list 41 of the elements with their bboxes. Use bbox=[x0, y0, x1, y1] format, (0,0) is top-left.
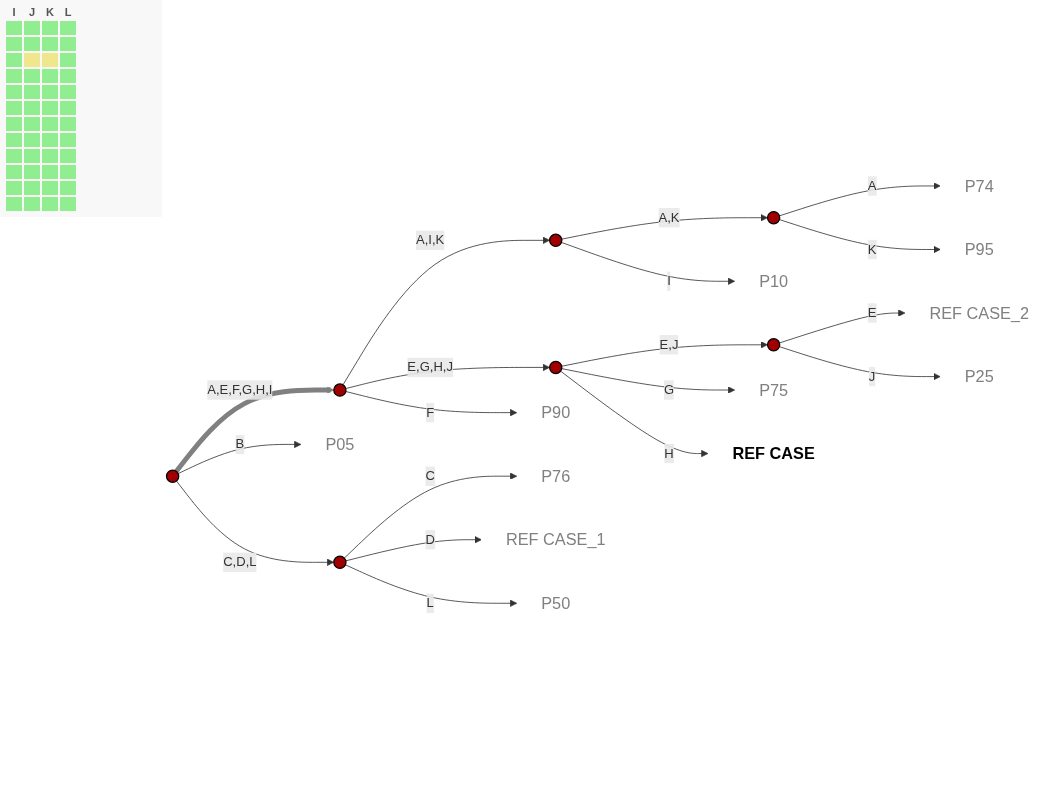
node-text: P90 bbox=[541, 404, 571, 422]
edge-label: B bbox=[235, 437, 245, 452]
node-circle bbox=[333, 383, 347, 398]
edge-label: E bbox=[867, 306, 877, 320]
node-circle bbox=[333, 556, 347, 570]
node-text: REF CASE_2 bbox=[929, 304, 1030, 323]
node-circle bbox=[766, 338, 781, 352]
edge-label: C bbox=[425, 469, 435, 484]
node-circle bbox=[165, 469, 180, 484]
edge-label: A bbox=[867, 179, 877, 193]
edge-label: A,K bbox=[658, 210, 680, 225]
edge-label: E,G,H,J bbox=[407, 360, 453, 375]
edge-label: I bbox=[667, 274, 671, 289]
edge-label: F bbox=[426, 405, 435, 420]
node-text: P74 bbox=[964, 177, 994, 196]
edge-label: D bbox=[425, 532, 435, 547]
node-circle bbox=[549, 361, 563, 375]
node-text: P10 bbox=[759, 272, 789, 291]
edge-label: J bbox=[868, 369, 876, 384]
edge-label: G bbox=[663, 383, 675, 397]
edge-label: K bbox=[867, 242, 877, 257]
node-text: P95 bbox=[964, 240, 994, 259]
edge-label: H bbox=[664, 446, 674, 461]
node-circle bbox=[766, 211, 781, 225]
node-text: REF CASE bbox=[732, 445, 815, 463]
edge-label: A,I,K bbox=[416, 233, 445, 248]
column-header: J bbox=[27, 6, 37, 18]
node-text: P05 bbox=[325, 435, 355, 454]
node-text: P76 bbox=[541, 467, 571, 486]
edge-label: C,D,L bbox=[223, 555, 257, 570]
node-circle bbox=[549, 234, 563, 248]
node-text: REF CASE_1 bbox=[505, 531, 606, 550]
node-text: P25 bbox=[964, 368, 994, 386]
node-text: P50 bbox=[541, 594, 571, 613]
edge-label: A,E,F,G,H,I bbox=[207, 383, 273, 397]
edge-label: L bbox=[426, 596, 434, 611]
column-header: L bbox=[63, 6, 73, 18]
edge-label: E,J bbox=[659, 337, 679, 352]
column-header: I bbox=[11, 6, 17, 18]
node-text: P75 bbox=[759, 381, 789, 400]
column-header: K bbox=[45, 6, 55, 18]
